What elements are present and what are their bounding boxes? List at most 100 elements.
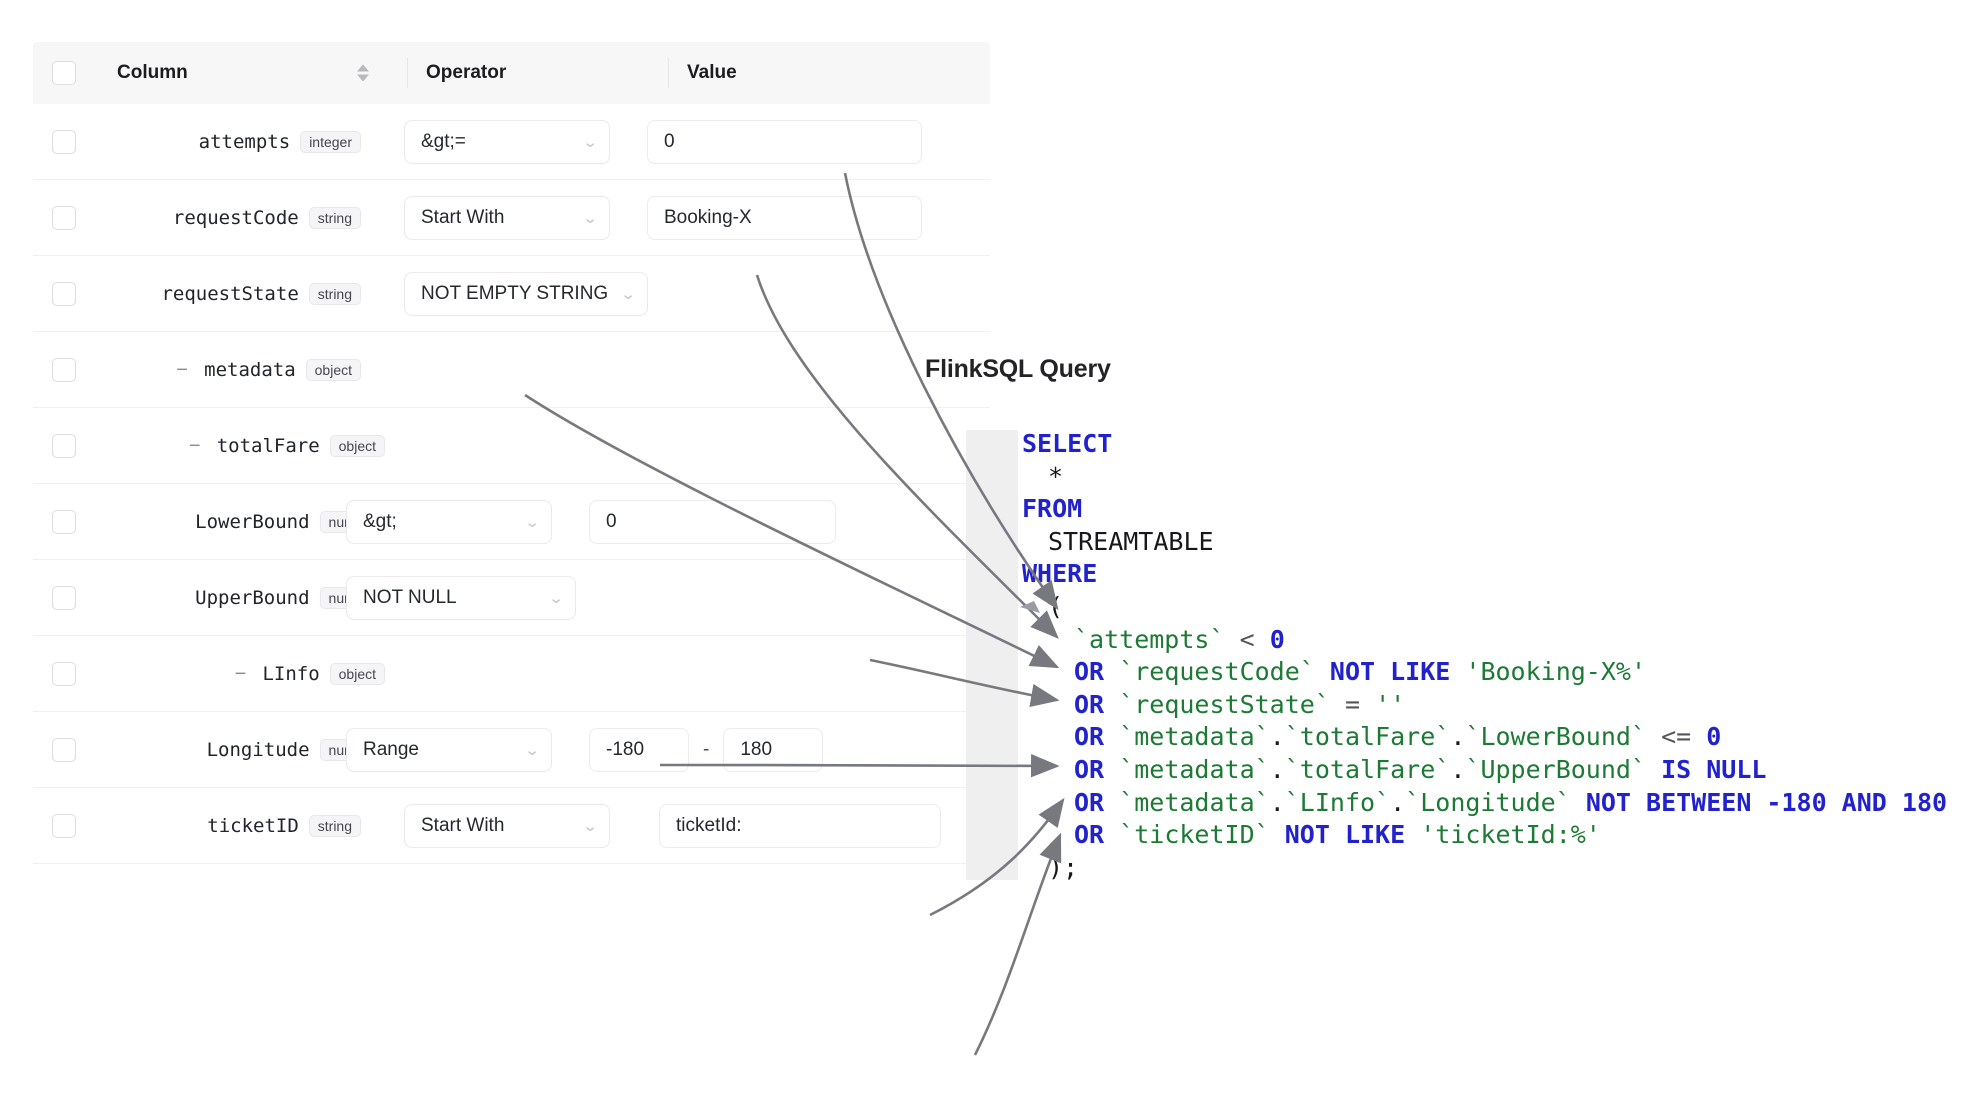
row-checkbox-cell bbox=[33, 281, 95, 306]
header-value: Value bbox=[669, 62, 990, 84]
sql-token: STREAMTABLE bbox=[1048, 526, 1214, 556]
table-row: LongitudenumberRange⌄-180-180 bbox=[33, 712, 990, 788]
operator-select-value: Start With bbox=[421, 206, 505, 228]
operator-cell: &gt;=⌄ bbox=[386, 119, 628, 164]
sql-token: `requestState` bbox=[1119, 689, 1330, 719]
value-input[interactable]: 0 bbox=[589, 499, 836, 544]
sql-token: OR bbox=[1074, 657, 1105, 687]
row-checkbox[interactable] bbox=[52, 509, 76, 534]
sql-token bbox=[1315, 657, 1330, 686]
row-checkbox[interactable] bbox=[52, 737, 76, 762]
operator-select-value: &gt;= bbox=[421, 130, 466, 152]
sql-line: OR `metadata`.`totalFare`.`LowerBound` <… bbox=[1022, 721, 1947, 754]
column-name-label: attempts bbox=[198, 130, 291, 153]
value-input[interactable]: Booking-X bbox=[647, 195, 922, 240]
sql-line: `attempts` < 0 bbox=[1022, 624, 1947, 657]
row-checkbox-cell bbox=[33, 433, 95, 458]
row-checkbox[interactable] bbox=[52, 433, 76, 458]
code-gutter-band bbox=[966, 430, 1018, 880]
sql-token bbox=[1104, 657, 1119, 686]
operator-cell: &gt; ⌄ bbox=[328, 499, 570, 544]
sql-token bbox=[1255, 625, 1270, 654]
operator-select-value: Start With bbox=[421, 814, 505, 836]
column-type-badge: object bbox=[329, 434, 385, 457]
sql-token: ); bbox=[1048, 852, 1079, 882]
sort-arrows-icon[interactable] bbox=[357, 64, 369, 82]
sql-token: 0 bbox=[1269, 624, 1285, 654]
column-type-badge: object bbox=[329, 662, 385, 685]
header-operator-label: Operator bbox=[426, 62, 507, 83]
operator-select[interactable]: &gt;=⌄ bbox=[404, 119, 610, 164]
select-all-checkbox[interactable] bbox=[52, 61, 76, 85]
column-type-badge: string bbox=[308, 814, 361, 837]
collapse-toggle-icon[interactable]: − bbox=[176, 358, 188, 381]
value-input[interactable]: 0 bbox=[647, 119, 922, 164]
sql-token: `requestCode` bbox=[1119, 657, 1315, 687]
table-row: ticketID string Start With ⌄ ticketId: bbox=[33, 788, 990, 864]
sql-token: NOT LIKE bbox=[1329, 657, 1451, 687]
sql-token: < bbox=[1239, 624, 1255, 654]
header-operator: Operator bbox=[408, 62, 668, 84]
sql-token bbox=[1225, 625, 1240, 654]
chevron-down-icon: ⌄ bbox=[524, 513, 541, 531]
row-checkbox[interactable] bbox=[52, 129, 76, 154]
row-checkbox[interactable] bbox=[52, 357, 76, 382]
sql-line: OR `ticketID` NOT LIKE 'ticketId:%' bbox=[1022, 819, 1947, 852]
column-name-label: ticketID bbox=[207, 814, 299, 837]
sql-line: * bbox=[1022, 461, 1947, 494]
sql-token: <= bbox=[1661, 722, 1692, 752]
sql-token bbox=[1330, 690, 1345, 719]
collapse-toggle-icon[interactable]: − bbox=[234, 662, 247, 685]
operator-select[interactable]: &gt; ⌄ bbox=[346, 499, 552, 544]
operator-select[interactable]: Start With ⌄ bbox=[404, 803, 610, 848]
sql-token: '' bbox=[1375, 689, 1406, 719]
column-name-cell: ticketID string bbox=[95, 814, 385, 837]
chevron-down-icon: ⌄ bbox=[524, 741, 541, 759]
sql-token bbox=[1691, 722, 1706, 751]
sql-token: `totalFare` bbox=[1284, 754, 1451, 784]
chevron-down-icon: ⌄ bbox=[582, 817, 599, 835]
column-name-label: totalFare bbox=[216, 434, 320, 457]
value-range-max-input[interactable]: 180 bbox=[723, 727, 824, 772]
sql-token: . bbox=[1450, 754, 1466, 784]
sql-line: FROM bbox=[1022, 493, 1947, 526]
operator-cell: NOT NULL⌄ bbox=[328, 575, 576, 620]
operator-select-value: NOT EMPTY STRING bbox=[421, 282, 609, 304]
value-cell: -180-180 bbox=[571, 727, 990, 772]
sql-token: OR bbox=[1074, 787, 1105, 817]
sql-token: ( bbox=[1048, 591, 1064, 621]
operator-select[interactable]: NOT NULL⌄ bbox=[346, 575, 576, 620]
operator-select[interactable]: Range⌄ bbox=[346, 727, 552, 772]
sql-token: . bbox=[1269, 722, 1285, 752]
value-range-min-input[interactable]: -180 bbox=[589, 727, 689, 772]
row-checkbox[interactable] bbox=[52, 813, 76, 838]
header-divider-2 bbox=[668, 58, 669, 88]
chevron-down-icon: ⌄ bbox=[548, 589, 565, 607]
row-checkbox[interactable] bbox=[52, 205, 76, 230]
value-cell: ticketId: bbox=[629, 803, 990, 848]
header-column[interactable]: Column bbox=[95, 62, 407, 84]
column-name-cell: −totalFare object bbox=[95, 434, 385, 457]
row-checkbox[interactable] bbox=[52, 661, 76, 686]
column-name-label: requestCode bbox=[172, 206, 299, 229]
sql-token bbox=[1360, 690, 1375, 719]
operator-select[interactable]: NOT EMPTY STRING⌄ bbox=[404, 271, 648, 316]
operator-select-value: &gt; bbox=[363, 510, 397, 532]
operator-cell: Start With⌄ bbox=[386, 195, 628, 240]
row-checkbox-cell bbox=[33, 585, 95, 610]
column-name-label: UpperBound bbox=[195, 586, 310, 609]
sql-token: OR bbox=[1074, 689, 1105, 719]
table-row: LowerBoundnumber&gt;⌄0 bbox=[33, 484, 990, 560]
sql-token: . bbox=[1269, 787, 1285, 817]
collapse-toggle-icon[interactable]: − bbox=[188, 434, 201, 457]
value-input[interactable]: ticketId: bbox=[659, 803, 941, 848]
row-checkbox[interactable] bbox=[52, 585, 76, 610]
sql-token: . bbox=[1390, 787, 1406, 817]
sql-token: `metadata` bbox=[1119, 722, 1270, 752]
row-checkbox[interactable] bbox=[52, 281, 76, 306]
operator-select[interactable]: Start With⌄ bbox=[404, 195, 610, 240]
